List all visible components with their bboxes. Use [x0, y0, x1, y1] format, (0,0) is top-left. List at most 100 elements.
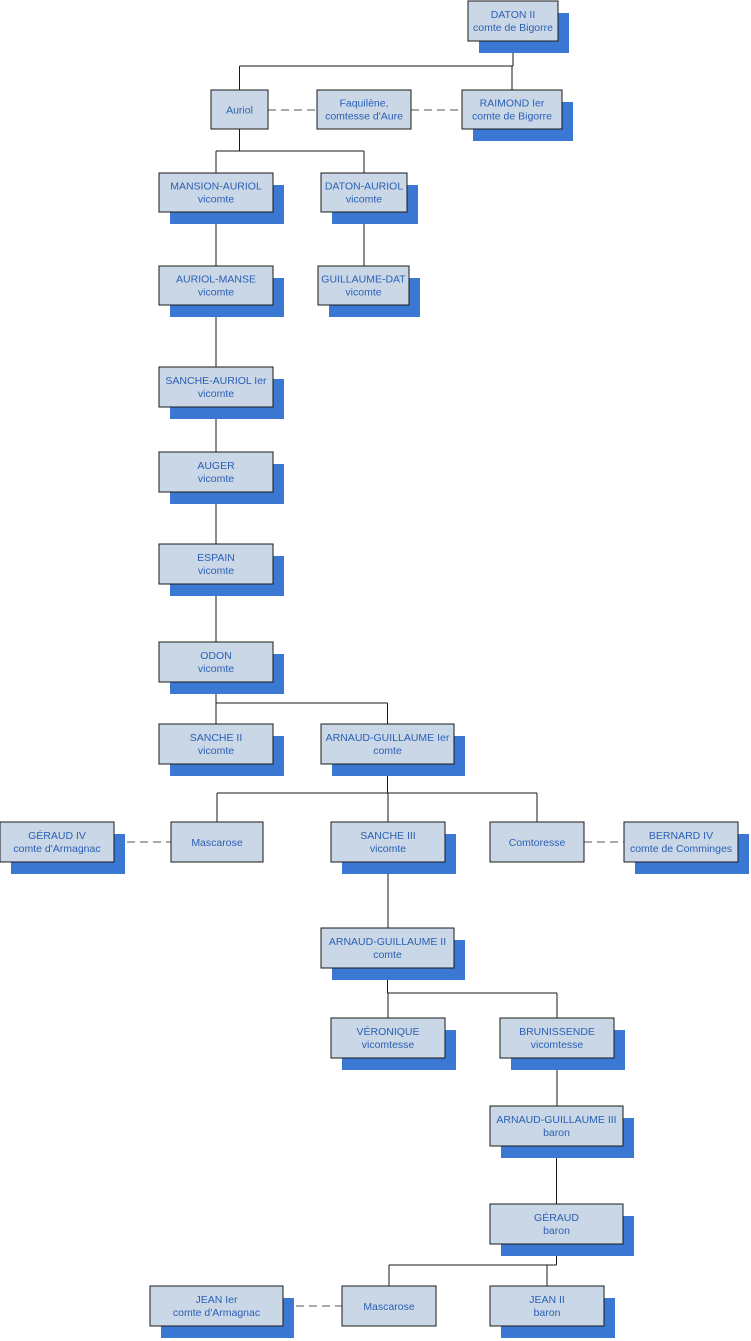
- descent-line-14: [387, 968, 558, 1018]
- box-frame: [341, 1285, 437, 1327]
- person-name: VÉRONIQUE: [356, 1025, 419, 1038]
- person-title: vicomtesse: [362, 1039, 415, 1051]
- box-frame: [461, 89, 563, 130]
- box-frame: [158, 723, 274, 765]
- box-frame: [0, 821, 115, 863]
- person-name: DATON-AURIOL: [325, 181, 404, 193]
- box-frame: [317, 265, 410, 306]
- person-title: baron: [534, 1307, 561, 1319]
- descent-line-0: [239, 41, 514, 90]
- person-name: ARNAUD-GUILLAUME II: [329, 936, 446, 948]
- person-title: baron: [543, 1225, 570, 1237]
- person-title: baron: [543, 1127, 570, 1139]
- person-box-faquilene: Faquilène,comtesse d'Aure: [316, 89, 412, 130]
- person-name: GÉRAUD IV: [28, 829, 86, 842]
- person-title: vicomte: [198, 745, 234, 757]
- box-frame: [149, 1285, 284, 1327]
- box-frame: [320, 172, 408, 213]
- person-name: AUGER: [197, 460, 235, 472]
- person-name: JEAN Ier: [195, 1294, 238, 1306]
- person-box-comtoresse: Comtoresse: [489, 821, 585, 863]
- person-name: JEAN II: [529, 1294, 565, 1306]
- box-frame: [158, 543, 274, 585]
- person-title: comte de Bigorre: [473, 22, 553, 34]
- person-name: Auriol: [226, 105, 253, 117]
- person-name: ESPAIN: [197, 552, 235, 564]
- person-title: vicomte: [198, 473, 234, 485]
- person-title: vicomte: [345, 287, 381, 299]
- person-box-mascarose1: Mascarose: [170, 821, 264, 863]
- person-name: GUILLAUME-DAT: [321, 274, 406, 286]
- person-name: GÉRAUD: [534, 1211, 579, 1224]
- person-title: comte: [373, 949, 402, 961]
- box-frame: [316, 89, 412, 130]
- person-title: comte de Comminges: [630, 843, 732, 855]
- person-name: SANCHE III: [360, 830, 415, 842]
- person-name: BERNARD IV: [649, 830, 713, 842]
- person-title: vicomtesse: [531, 1039, 584, 1051]
- person-title: vicomte: [346, 194, 382, 206]
- box-frame: [489, 1285, 605, 1327]
- person-title: comtesse d'Aure: [325, 111, 403, 123]
- box-frame: [330, 821, 446, 863]
- box-frame: [489, 821, 585, 863]
- box-frame: [320, 723, 455, 765]
- person-title: comte de Bigorre: [472, 111, 552, 123]
- box-frame: [158, 265, 274, 306]
- box-frame: [489, 1105, 624, 1147]
- person-name: ODON: [200, 650, 232, 662]
- person-name: BRUNISSENDE: [519, 1026, 595, 1038]
- box-frame: [158, 451, 274, 493]
- box-frame: [170, 821, 264, 863]
- box-frame: [330, 1017, 446, 1059]
- person-title: vicomte: [198, 565, 234, 577]
- box-frame: [623, 821, 739, 863]
- person-title: vicomte: [198, 194, 234, 206]
- person-name: Faquilène,: [339, 98, 388, 110]
- box-frame: [158, 172, 274, 213]
- box-frame: [467, 0, 559, 42]
- box-frame: [158, 366, 274, 408]
- person-name: AURIOL-MANSE: [176, 274, 256, 286]
- person-box-mascarose2: Mascarose: [341, 1285, 437, 1327]
- person-name: ARNAUD-GUILLAUME Ier: [326, 732, 450, 744]
- person-box-auriol: Auriol: [210, 89, 269, 130]
- person-name: Mascarose: [191, 837, 243, 849]
- person-title: vicomte: [198, 388, 234, 400]
- descent-line-2: [215, 129, 365, 173]
- box-frame: [499, 1017, 615, 1059]
- person-name: SANCHE II: [190, 732, 243, 744]
- person-title: comte d'Armagnac: [13, 843, 100, 855]
- person-name: Comtoresse: [509, 837, 566, 849]
- person-name: ARNAUD-GUILLAUME III: [496, 1114, 616, 1126]
- descent-line-10: [216, 764, 538, 822]
- person-title: vicomte: [198, 287, 234, 299]
- person-name: DATON II: [491, 9, 536, 21]
- box-frame: [489, 1203, 624, 1245]
- box-frame: [320, 927, 455, 969]
- person-name: RAIMOND Ier: [480, 98, 545, 110]
- person-name: SANCHE-AURIOL Ier: [165, 375, 267, 387]
- box-frame: [210, 89, 269, 130]
